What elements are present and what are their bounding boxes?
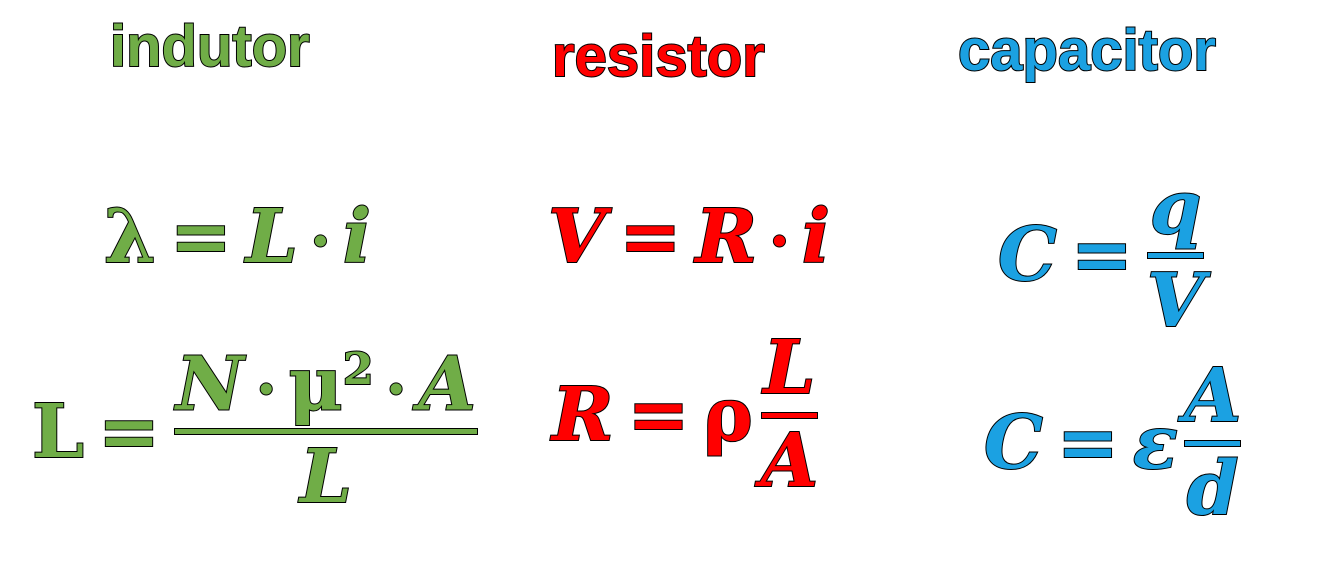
fraction-bar <box>1146 251 1205 259</box>
fraction-bar <box>1183 439 1242 447</box>
inductor-equation-flux: λ=L·i <box>103 199 372 277</box>
rho-symbol: ρ <box>703 372 754 459</box>
heading-resistor: resistor <box>551 24 766 89</box>
fraction-denominator: d <box>1186 445 1240 532</box>
equals-sign: = <box>1056 400 1120 487</box>
square-exponent: 2 <box>342 343 375 395</box>
mu-symbol: μ <box>288 341 344 428</box>
resistance-symbol: R <box>694 194 757 280</box>
fraction: N·μ2·A L <box>174 343 478 521</box>
fraction-numerator: L <box>762 325 816 411</box>
equals-sign: = <box>626 372 690 459</box>
equals-sign: = <box>169 194 233 280</box>
current-symbol: i <box>801 194 831 280</box>
equals-sign: = <box>97 388 161 475</box>
resistance-symbol: R <box>551 372 614 459</box>
multiply-dot: · <box>309 207 332 277</box>
fraction-denominator: L <box>299 434 353 521</box>
heading-capacitor: capacitor <box>957 18 1217 83</box>
capacitor-equation-geometry: C=ε A d <box>983 353 1242 532</box>
equals-sign: = <box>618 194 682 280</box>
area-symbol: A <box>418 341 477 428</box>
inductance-symbol: L <box>31 388 85 475</box>
fraction: q V <box>1146 165 1205 344</box>
epsilon-symbol: ε <box>1132 400 1179 487</box>
fraction-denominator: A <box>760 417 819 504</box>
fraction: L A <box>760 325 819 504</box>
fraction: A d <box>1183 353 1242 532</box>
current-symbol: i <box>342 194 372 280</box>
capacitance-symbol: C <box>983 400 1044 487</box>
voltage-symbol: V <box>547 194 606 280</box>
equals-sign: = <box>1070 212 1134 299</box>
fraction-numerator: q <box>1149 165 1203 251</box>
multiply-dot: · <box>255 354 278 425</box>
fraction-bar <box>760 411 819 419</box>
fraction-bar <box>174 428 478 436</box>
inductor-equation-geometry: L= N·μ2·A L <box>31 343 478 521</box>
resistor-equation-resistivity: R=ρ L A <box>551 325 819 504</box>
inductance-symbol: L <box>245 194 299 280</box>
capacitor-equation-charge: C= q V <box>997 165 1205 344</box>
fraction-numerator: A <box>1183 353 1242 439</box>
heading-inductor: indutor <box>109 14 311 79</box>
turns-symbol: N <box>175 341 245 428</box>
capacitance-symbol: C <box>997 212 1058 299</box>
fraction-numerator: N·μ2·A <box>174 343 478 425</box>
resistor-equation-ohm: V=R·i <box>547 199 831 277</box>
fraction-denominator: V <box>1146 257 1205 344</box>
lambda-symbol: λ <box>103 194 157 280</box>
multiply-dot: · <box>768 207 791 277</box>
multiply-dot: · <box>385 354 408 425</box>
